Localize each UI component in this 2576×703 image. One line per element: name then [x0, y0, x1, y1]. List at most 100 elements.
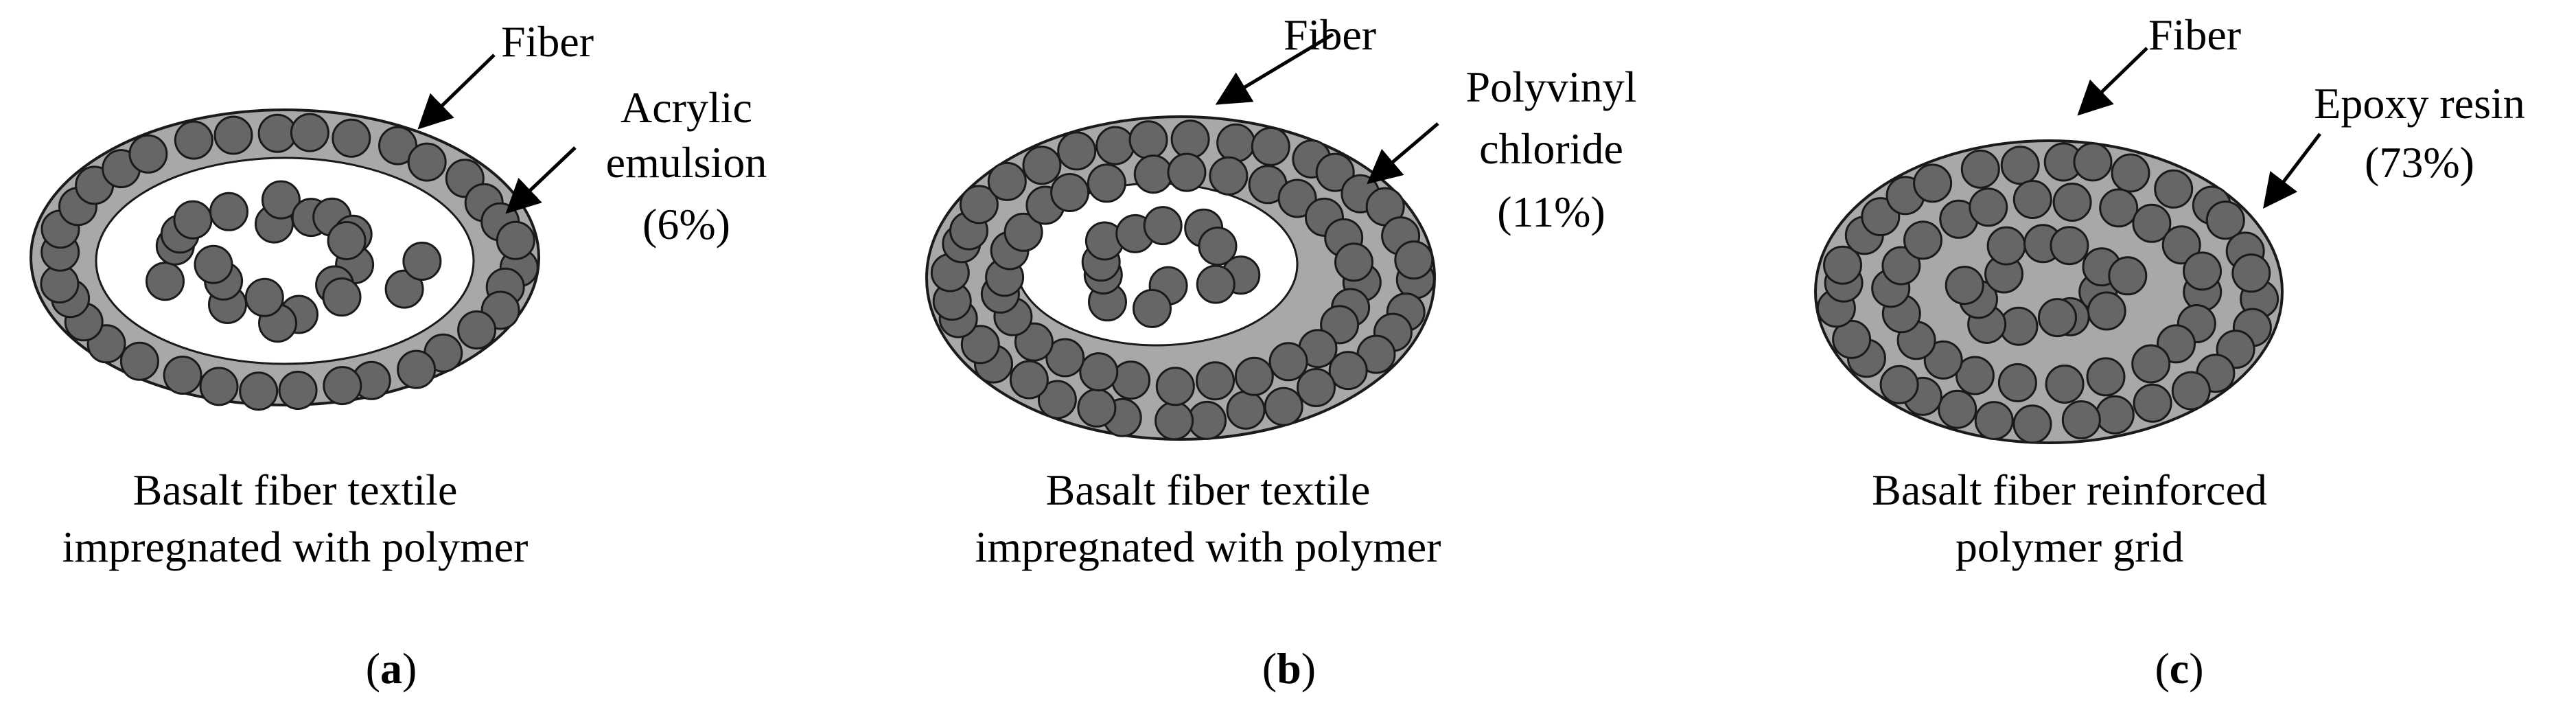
fiber-circle: [1079, 352, 1119, 392]
fiber-circle: [1209, 156, 1249, 196]
fiber-circle: [1960, 149, 2000, 189]
fiber-circle: [1095, 126, 1135, 165]
fiber-circle: [327, 221, 367, 260]
fiber-circle: [402, 242, 442, 281]
fiber-circle: [323, 366, 362, 406]
fiber-circle: [378, 126, 417, 165]
fiber-circle: [1955, 356, 1995, 395]
fiber-circle: [1861, 197, 1901, 237]
fiber-circle: [239, 371, 279, 411]
fiber-circle: [2132, 203, 2172, 243]
fiber-circle: [2108, 256, 2148, 296]
fiber-circle: [163, 356, 202, 395]
fiber-circle: [1881, 246, 1921, 286]
panel-b: Fiber Polyvinyl chloride (11%) Basalt fi…: [925, 10, 1637, 693]
fiber-circle: [959, 185, 999, 224]
fiber-circle: [407, 142, 447, 182]
matrix-label-b-line1: Polyvinyl: [1466, 62, 1637, 111]
fiber-circle: [496, 220, 535, 260]
fiber-circle: [1050, 173, 1090, 212]
fiber-circle: [2045, 365, 2085, 404]
fiber-circle: [2086, 357, 2126, 397]
fiber-circle: [2154, 169, 2194, 209]
panel-label-a: (a): [366, 644, 417, 693]
matrix-label-a-line2: emulsion: [606, 138, 767, 187]
fiber-circle: [2012, 404, 2052, 444]
fiber-circle: [1264, 387, 1303, 426]
fiber-circle: [1077, 388, 1117, 428]
fiber-circle: [1913, 163, 1953, 203]
fiber-circle: [128, 134, 168, 174]
caption-a-line1: Basalt fiber textile: [133, 465, 458, 514]
fiber-circle: [146, 262, 185, 301]
fiber-circle: [1014, 322, 1054, 362]
cross-section-c: [1814, 139, 2284, 444]
fiber-circle: [1315, 152, 1355, 192]
fiber-circle: [1903, 220, 1942, 260]
cross-section-b: [925, 115, 1436, 441]
fiber-circle: [1022, 146, 1062, 185]
fiber-circle: [1170, 119, 1210, 159]
fiber-circle: [1198, 227, 1238, 266]
fiber-circle: [1009, 360, 1049, 400]
panel-label-b: (b): [1262, 644, 1316, 693]
fiber-circle: [2000, 146, 2040, 185]
fiber-circle: [1268, 342, 1308, 382]
fiber-circle: [209, 192, 248, 231]
fiber-circle: [2050, 226, 2089, 266]
matrix-arrow-b: [1367, 122, 1439, 185]
fiber-circle: [322, 277, 362, 317]
fiber-arrow-b: [1215, 32, 1334, 105]
fiber-group-b: [930, 119, 1435, 441]
panel-a: Fiber Acrylic emulsion (6%) Basalt fiber…: [30, 17, 767, 693]
caption-c-line2: polymer grid: [1956, 522, 2183, 571]
matrix-label-b-line3: (11%): [1497, 187, 1605, 236]
fiber-circle: [2205, 200, 2245, 240]
fiber-circle: [1003, 212, 1043, 252]
fiber-circle: [2099, 188, 2139, 228]
fiber-circle: [2061, 400, 2101, 439]
fiber-circle: [1154, 401, 1194, 441]
fiber-circle: [1997, 363, 2037, 402]
fiber-circle: [278, 371, 318, 410]
fiber-circle: [1167, 152, 1207, 192]
fiber-circle: [1037, 380, 1077, 419]
fiber-circle: [2161, 225, 2201, 265]
fiber-arrow-a: [417, 54, 496, 130]
fiber-circle: [1277, 178, 1317, 218]
panel-c: Fiber Epoxy resin (73%) Basalt fiber rei…: [1814, 10, 2525, 693]
fiber-circle: [1969, 187, 2008, 227]
matrix-arrow-a: [505, 146, 577, 214]
fiber-circle: [332, 118, 371, 158]
fiber-circle: [1057, 131, 1097, 171]
fiber-circle: [1879, 365, 1919, 404]
cross-section-a: [30, 108, 540, 411]
fiber-circle: [397, 349, 437, 389]
fiber-circle: [1133, 288, 1172, 328]
fiber-circle: [174, 120, 213, 160]
caption-b-line1: Basalt fiber textile: [1046, 465, 1371, 514]
panel-label-c: (c): [2155, 644, 2203, 693]
fiber-circle: [1045, 338, 1085, 378]
fiber-circle: [1155, 367, 1195, 406]
fiber-label-c: Fiber: [2148, 10, 2241, 59]
fiber-circle: [1394, 240, 1434, 280]
fiber-group-a: [40, 113, 539, 411]
fiber-circle: [2073, 142, 2113, 182]
fiber-circle: [2052, 183, 2092, 222]
caption-c-line1: Basalt fiber reinforced: [1872, 465, 2267, 514]
fiber-circle: [119, 341, 159, 381]
fiber-circle: [199, 367, 239, 406]
matrix-label-a-line3: (6%): [642, 200, 730, 249]
fiber-circle: [384, 269, 424, 309]
fiber-circle: [1143, 206, 1183, 246]
caption-b-line2: impregnated with polymer: [975, 522, 1441, 571]
fiber-circle: [1251, 126, 1290, 166]
matrix-label-c-line2: (73%): [2365, 138, 2474, 187]
matrix-label-c-line1: Epoxy resin: [2314, 79, 2525, 128]
fiber-circle: [1226, 390, 1266, 430]
fiber-arrow-c: [2077, 47, 2148, 116]
fiber-circle: [1128, 120, 1168, 160]
caption-a-line2: impregnated with polymer: [62, 522, 529, 571]
